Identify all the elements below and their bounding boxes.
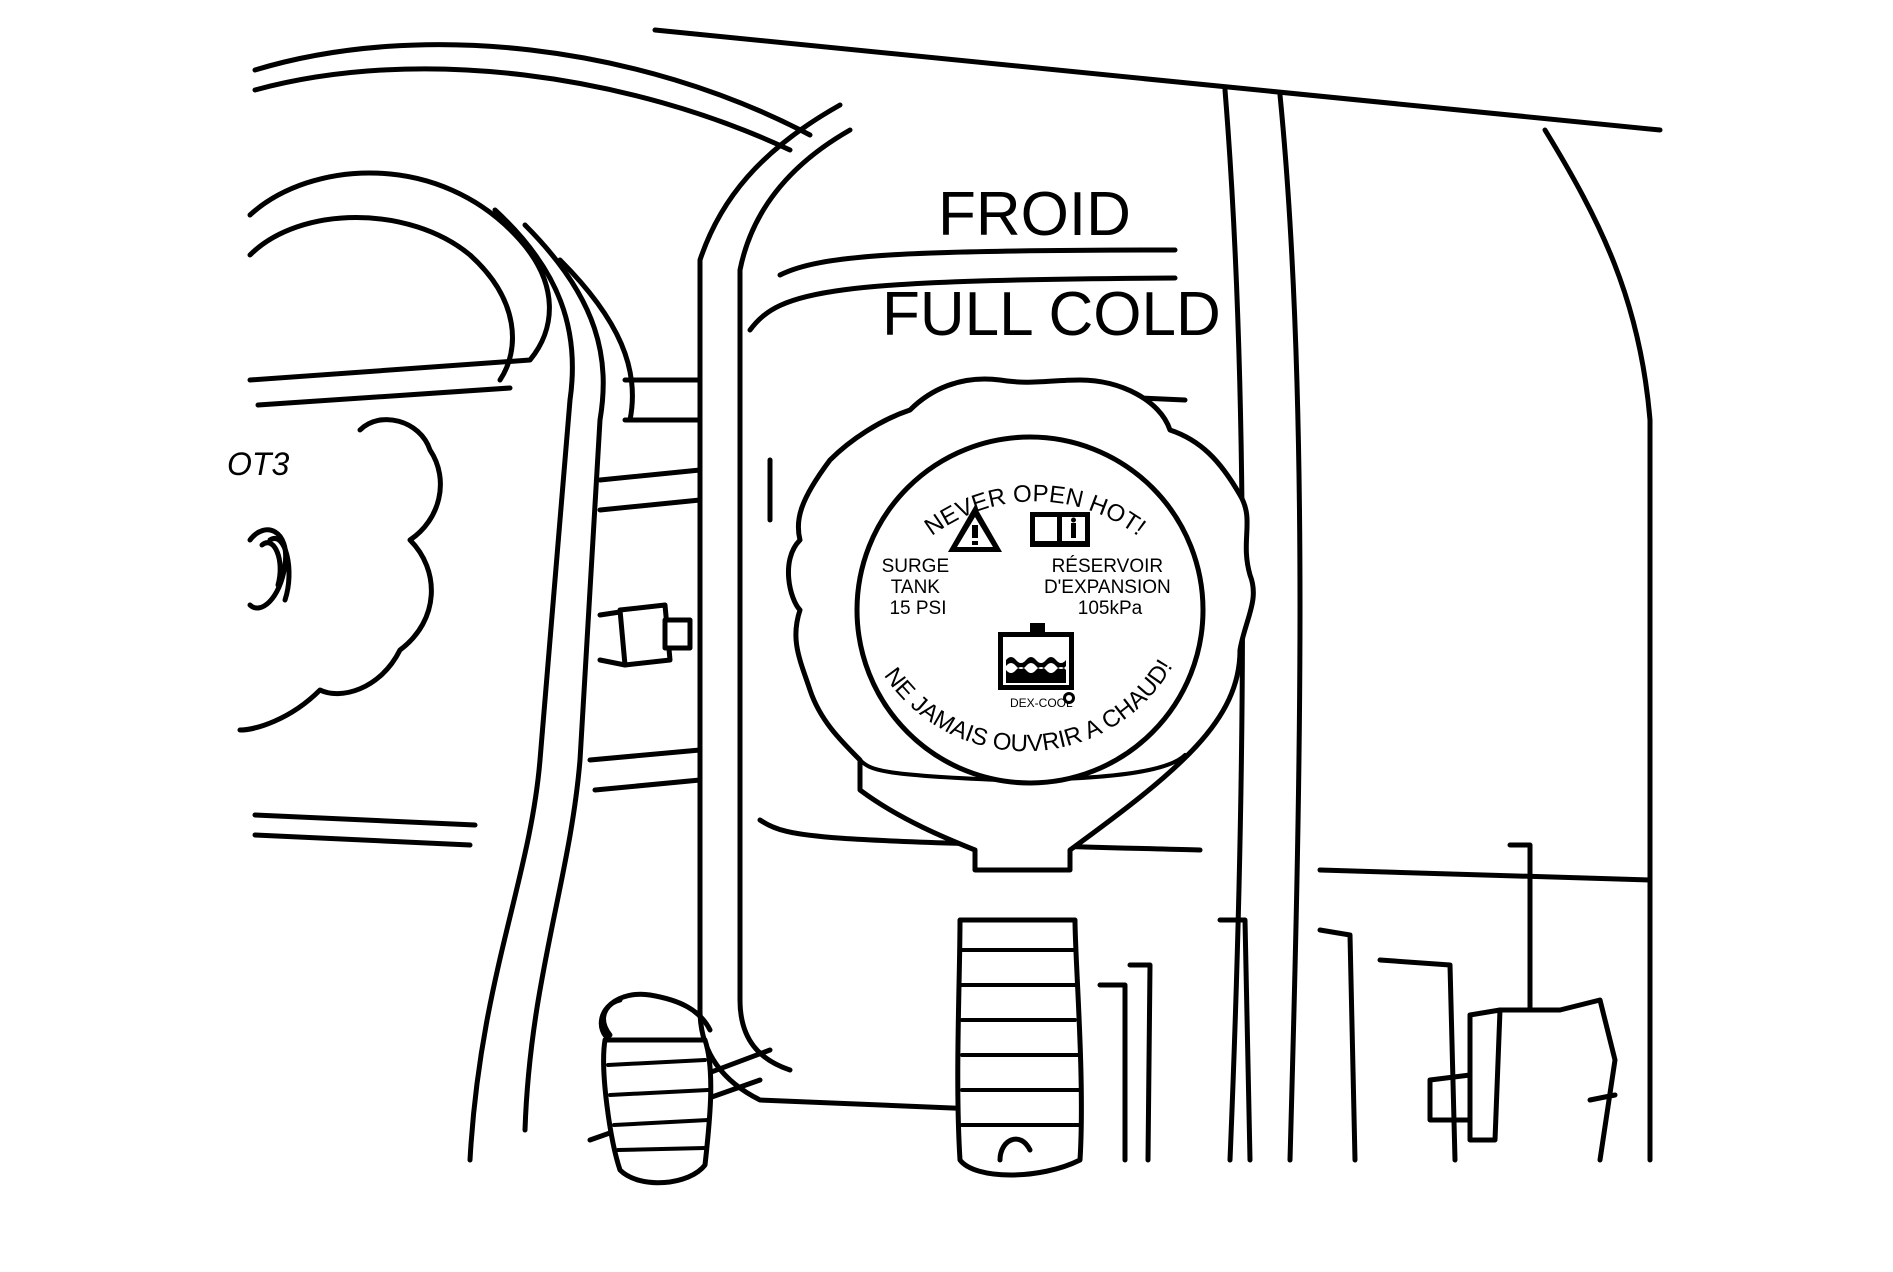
reservoir-expansion-text: RÉSERVOIR D'EXPANSION 105kPa [1044, 556, 1176, 619]
brake-reservoir-label: OT3 [227, 446, 289, 482]
manual-book-icon [1030, 512, 1090, 547]
engine-bay-outlines [247, 27, 1663, 1163]
hoses [598, 917, 1084, 1186]
coolant-battery-icon [998, 623, 1074, 690]
warning-triangle-icon [948, 505, 1002, 552]
registered-mark-icon [1063, 692, 1075, 704]
surge-tank: FROID FULL COLD [697, 102, 1221, 1113]
full-cold-label: FULL COLD [882, 280, 1221, 349]
brake-reservoir: OT3 [227, 215, 515, 733]
surge-tank-text: SURGE TANK 15 PSI [882, 556, 955, 619]
pressure-cap: NEVER OPEN HOT! NE JAMAIS OUVRIR A CHAUD… [785, 376, 1256, 873]
froid-label: FROID [938, 180, 1131, 249]
dex-cool-text: DEX-COOL [1010, 696, 1073, 710]
